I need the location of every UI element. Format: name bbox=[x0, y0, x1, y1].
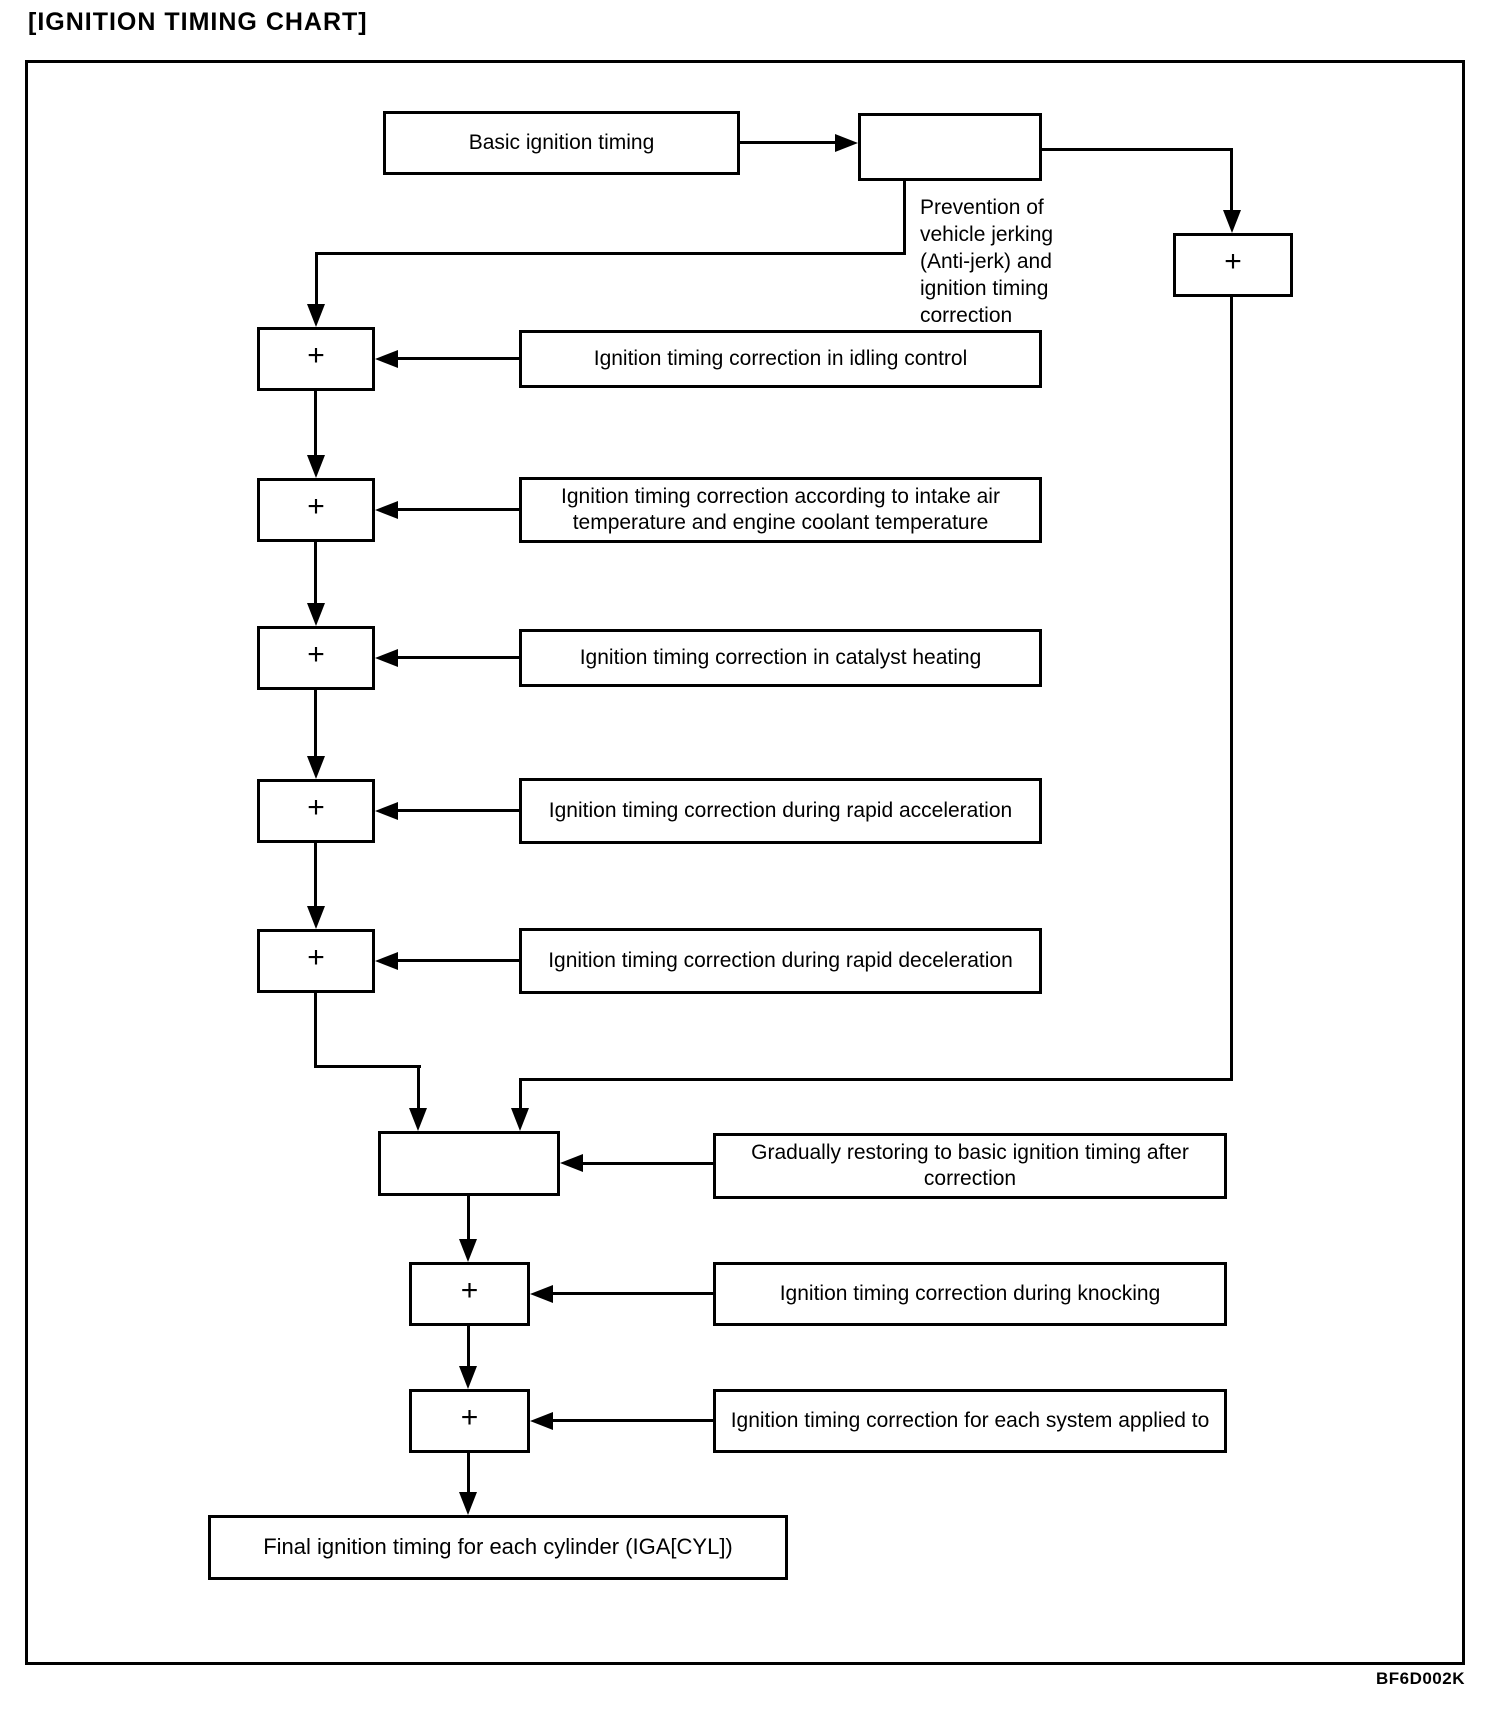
arrowhead-idling-to-sum1 bbox=[375, 350, 398, 368]
node-basic-ignition-timing: Basic ignition timing bbox=[383, 111, 740, 175]
connector-intake-to-sum2 bbox=[398, 508, 519, 511]
arrowhead-right-into-merge bbox=[511, 1108, 529, 1131]
connector-combiner-to-right-sum-v bbox=[1230, 148, 1233, 210]
sum-box-each-system: + bbox=[409, 1389, 530, 1453]
arrowhead-basic-to-combiner bbox=[835, 134, 858, 152]
arrowhead-into-sum-5 bbox=[307, 906, 325, 929]
connector-decel-to-sum5 bbox=[398, 959, 519, 962]
node-knocking-correction: Ignition timing correction during knocki… bbox=[713, 1262, 1227, 1326]
connector-catalyst-to-sum3 bbox=[398, 656, 519, 659]
connector-gradually-to-merge bbox=[583, 1162, 713, 1165]
sum-box-1: + bbox=[257, 327, 375, 391]
node-gradually-restoring: Gradually restoring to basic ignition ti… bbox=[713, 1133, 1227, 1199]
connector-combiner-bottom-v bbox=[903, 181, 906, 255]
connector-knock-to-system-sum bbox=[467, 1326, 470, 1367]
node-merge-empty bbox=[378, 1131, 560, 1196]
arrowhead-into-sum-4 bbox=[307, 756, 325, 779]
arrowhead-system-to-sum bbox=[530, 1412, 553, 1430]
sum-box-4: + bbox=[257, 779, 375, 843]
arrowhead-into-sum-2 bbox=[307, 455, 325, 478]
arrowhead-decel-to-sum5 bbox=[375, 952, 398, 970]
node-rapid-acceleration-correction: Ignition timing correction during rapid … bbox=[519, 778, 1042, 844]
arrowhead-accel-to-sum4 bbox=[375, 802, 398, 820]
connector-sum5-right bbox=[314, 1065, 421, 1068]
arrowhead-into-sum-3 bbox=[307, 603, 325, 626]
arrowhead-left-into-merge bbox=[409, 1108, 427, 1131]
connector-right-feed-v bbox=[519, 1078, 522, 1109]
connector-merge-to-knock-sum bbox=[467, 1196, 470, 1240]
arrowhead-into-right-sum bbox=[1223, 210, 1241, 233]
node-intake-coolant-correction: Ignition timing correction according to … bbox=[519, 477, 1042, 543]
sum-box-5: + bbox=[257, 929, 375, 993]
connector-accel-to-sum4 bbox=[398, 809, 519, 812]
connector-basic-to-combiner bbox=[740, 141, 836, 144]
connector-sum2-to-sum3 bbox=[314, 542, 317, 603]
arrowhead-into-knock-sum bbox=[459, 1239, 477, 1262]
anti-jerk-note: Prevention of vehicle jerking (Anti-jerk… bbox=[920, 196, 1054, 327]
node-combiner-empty bbox=[858, 113, 1042, 181]
connector-right-feed-h bbox=[519, 1078, 1233, 1081]
arrowhead-catalyst-to-sum3 bbox=[375, 649, 398, 667]
connector-system-to-sum bbox=[553, 1419, 713, 1422]
connector-sum4-to-sum5 bbox=[314, 843, 317, 906]
node-catalyst-heating-correction: Ignition timing correction in catalyst h… bbox=[519, 629, 1042, 687]
node-idling-correction: Ignition timing correction in idling con… bbox=[519, 330, 1042, 388]
sum-box-2: + bbox=[257, 478, 375, 542]
arrowhead-into-system-sum bbox=[459, 1366, 477, 1389]
arrowhead-gradually-to-merge bbox=[560, 1154, 583, 1172]
connector-feed-left-h bbox=[315, 252, 906, 255]
arrowhead-into-sum-1 bbox=[307, 304, 325, 327]
connector-idling-to-sum1 bbox=[398, 357, 519, 360]
connector-sum5-down bbox=[314, 993, 317, 1068]
node-each-system-correction: Ignition timing correction for each syst… bbox=[713, 1389, 1227, 1453]
sum-box-knocking: + bbox=[409, 1262, 530, 1326]
connector-left-feed-into-merge bbox=[417, 1065, 420, 1109]
arrowhead-into-final bbox=[459, 1492, 477, 1515]
sum-box-right: + bbox=[1173, 233, 1293, 297]
connector-sum1-to-sum2 bbox=[314, 391, 317, 455]
connector-feed-left-v bbox=[315, 252, 318, 305]
connector-sum3-to-sum4 bbox=[314, 690, 317, 756]
figure-code: BF6D002K bbox=[1375, 1669, 1465, 1688]
connector-system-sum-to-final bbox=[467, 1453, 470, 1493]
node-rapid-deceleration-correction: Ignition timing correction during rapid … bbox=[519, 928, 1042, 994]
page-title: [IGNITION TIMING CHART] bbox=[28, 8, 368, 36]
connector-knocking-to-sum bbox=[553, 1292, 713, 1295]
connector-combiner-to-right-sum-h bbox=[1042, 148, 1232, 151]
arrowhead-intake-to-sum2 bbox=[375, 501, 398, 519]
sum-box-3: + bbox=[257, 626, 375, 690]
connector-right-sum-down-long bbox=[1230, 297, 1233, 1081]
node-final-ignition-timing: Final ignition timing for each cylinder … bbox=[208, 1515, 788, 1580]
arrowhead-knocking-to-sum bbox=[530, 1285, 553, 1303]
